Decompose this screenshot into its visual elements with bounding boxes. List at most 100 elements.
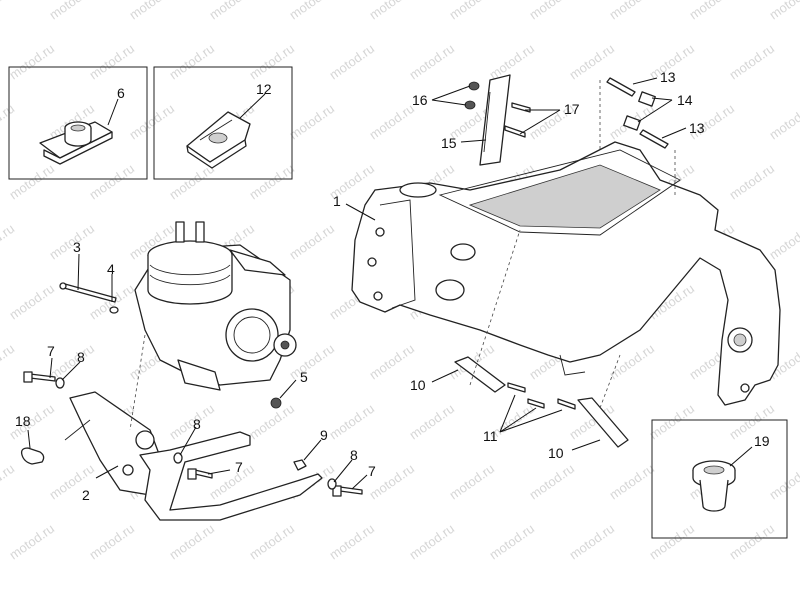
callout-16: 16 [412,92,428,108]
support-bracket-part-10-a [454,356,506,393]
watermark-text: motod.ru [166,41,217,83]
inset-box-part-12 [153,66,293,180]
bolt-part-7-c [332,485,363,497]
watermark-text: motod.ru [726,161,777,203]
callout-14: 14 [677,92,693,108]
washer-part-4 [109,306,119,314]
screw-part-11-c [557,398,576,410]
clip-nut-part-6 [39,121,113,165]
watermark-text: motod.ru [726,521,777,563]
watermark-text: motod.ru [46,221,97,263]
callout-11: 11 [483,428,498,444]
callout-7-c: 7 [368,463,376,479]
watermark-text: motod.ru [166,521,217,563]
watermark-text: motod.ru [46,0,97,22]
watermark-text: motod.ru [766,221,800,263]
watermark-text: motod.ru [126,101,177,143]
screw-part-11-b [527,398,545,409]
watermark-text: motod.ru [566,521,617,563]
watermark-text: motod.ru [406,521,457,563]
watermark-text: motod.ru [366,0,417,22]
nut-part-9 [293,459,307,471]
watermark-text: motod.ru [86,521,137,563]
assembly-line [129,334,146,431]
watermark-text: motod.ru [286,221,337,263]
callout-8-a: 8 [77,349,85,365]
watermark-text: motod.ru [526,0,577,22]
watermark-text: motod.ru [0,341,17,383]
watermark-text: motod.ru [606,341,657,383]
callout-5: 5 [300,369,308,385]
callout-13-b: 13 [689,120,705,136]
watermark-text: motod.ru [486,41,537,83]
callout-7-a: 7 [47,343,55,359]
watermark-text: motod.ru [326,41,377,83]
watermark-text: motod.ru [566,41,617,83]
nut-part-16-b [464,100,476,110]
tube-link [139,431,323,521]
callout-3: 3 [73,239,81,255]
watermark-text: motod.ru [446,0,497,22]
assembly-line [599,354,621,409]
washer-part-8-a [55,377,65,389]
watermark-text: motod.ru [246,521,297,563]
callout-18: 18 [15,413,31,429]
watermark-text: motod.ru [686,0,737,22]
washer-part-8-b [173,452,183,464]
screw-part-17-b [504,125,526,138]
long-bolt-part-3 [59,282,117,303]
watermark-text: motod.ru [646,521,697,563]
watermark-text: motod.ru [286,0,337,22]
callout-2: 2 [82,487,90,503]
watermark-text: motod.ru [286,101,337,143]
watermark-text: motod.ru [6,521,57,563]
watermark-text: motod.ru [6,161,57,203]
support-bracket-part-10-b [577,397,629,448]
pin-part-13-b [639,129,669,149]
callout-9: 9 [320,427,328,443]
watermark-text: motod.ru [766,0,800,22]
watermark-text: motod.ru [326,401,377,443]
engine-assembly [134,221,297,409]
watermark-text: motod.ru [0,461,17,503]
speed-nut-part-12 [186,111,251,169]
watermark-text: motod.ru [6,41,57,83]
bolt-part-7-a [23,371,56,383]
nut-part-16-a [468,81,480,91]
callout-6: 6 [117,85,125,101]
callout-10-b: 10 [548,445,564,461]
watermark-text: motod.ru [766,461,800,503]
watermark-text: motod.ru [0,221,17,263]
watermark-text: motod.ru [86,161,137,203]
watermark-text: motod.ru [766,101,800,143]
callout-13-a: 13 [660,69,676,85]
watermark-text: motod.ru [166,401,217,443]
watermark-text: motod.ru [126,0,177,22]
screw-part-11-a [507,382,526,393]
watermark-text: motod.ru [366,101,417,143]
callout-8-c: 8 [350,447,358,463]
callout-10-a: 10 [410,377,426,393]
inset-box-part-6 [8,66,148,180]
watermark-text: motod.ru [246,41,297,83]
watermark-text: motod.ru [246,401,297,443]
watermark-text: motod.ru [86,41,137,83]
gasket-part-18 [20,447,45,465]
leader-lines [27,77,753,490]
callout-17: 17 [564,101,580,117]
watermark-text: motod.ru [486,521,537,563]
bush-part-14-a [638,91,656,107]
watermark-text: motod.ru [606,461,657,503]
frame-part-1 [351,141,781,406]
callout-4: 4 [107,261,115,277]
callout-1: 1 [333,193,341,209]
watermark-text: motod.ru [646,401,697,443]
watermark-text: motod.ru [526,461,577,503]
watermark-text: motod.ru [406,41,457,83]
bush-part-14-b [623,115,641,131]
pin-part-13-a [606,77,636,97]
watermark-text: motod.ru [326,521,377,563]
bolt-part-7-b [187,468,213,480]
screw-part-17-a [511,102,531,113]
